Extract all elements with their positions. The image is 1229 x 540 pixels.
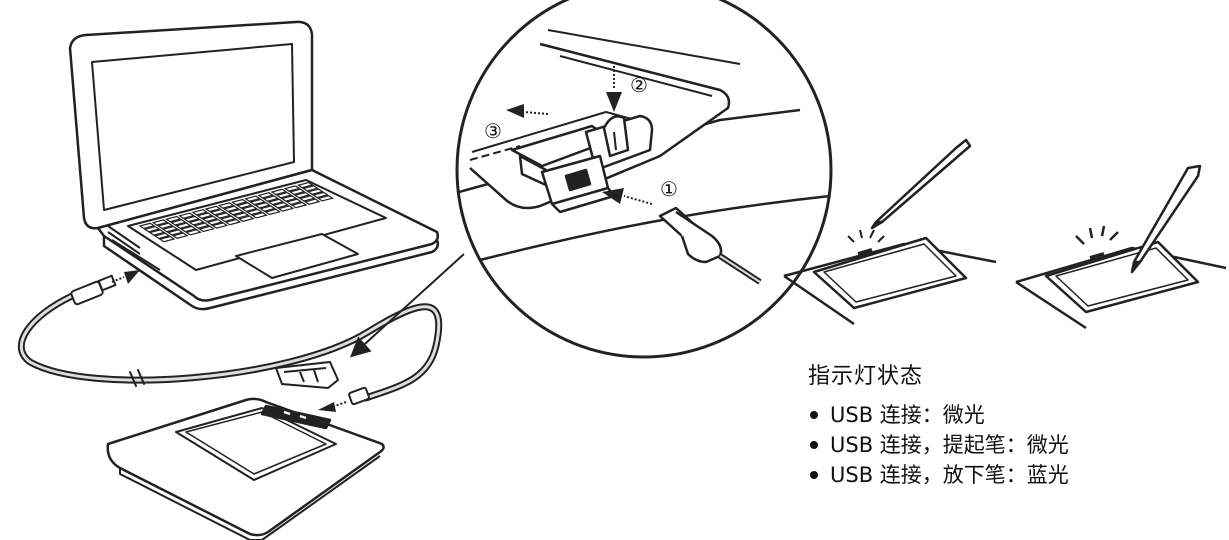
keyboard-key bbox=[171, 232, 189, 239]
connector-cover bbox=[274, 360, 340, 390]
bullet-icon bbox=[810, 441, 818, 449]
keyboard-key bbox=[240, 205, 258, 212]
keyboard-key bbox=[214, 212, 232, 219]
keyboard-key bbox=[296, 181, 314, 189]
keyboard-key bbox=[303, 198, 321, 205]
keyboard-key bbox=[201, 215, 219, 223]
signature-pad-icon bbox=[783, 236, 997, 326]
keyboard-key bbox=[151, 219, 169, 226]
keyboard-key bbox=[174, 222, 192, 229]
keyboard-key bbox=[290, 201, 308, 209]
keyboard-key bbox=[204, 205, 222, 213]
keyboard-key bbox=[306, 188, 324, 195]
signature-pad-icon bbox=[1015, 240, 1227, 330]
keyboard-key bbox=[211, 222, 229, 229]
keyboard-key bbox=[156, 222, 174, 230]
legend-item: USB 连接，放下笔：蓝光 bbox=[808, 460, 1218, 490]
legend-list: USB 连接：微光 USB 连接，提起笔：微光 USB 连接，放下笔：蓝光 bbox=[808, 400, 1218, 490]
step-one-label: ① bbox=[660, 177, 678, 201]
keyboard-key bbox=[169, 219, 187, 226]
keyboard-key bbox=[250, 212, 268, 219]
keyboard-key bbox=[293, 191, 311, 199]
keyboard-key bbox=[179, 225, 197, 233]
keyboard-key bbox=[245, 208, 263, 216]
keyboard-key bbox=[161, 225, 179, 233]
keyboard-key bbox=[198, 225, 216, 233]
usb-plug-laptop bbox=[70, 274, 117, 306]
keyboard-key bbox=[270, 188, 288, 196]
step-two-label: ② bbox=[630, 73, 648, 97]
keyboard-key bbox=[232, 212, 250, 219]
usb-cable-icon bbox=[17, 292, 443, 402]
pen-icon bbox=[1130, 164, 1202, 274]
signature-pad-icon bbox=[106, 397, 385, 540]
keyboard-key bbox=[267, 198, 285, 206]
legend-item-text: USB 连接，提起笔：微光 bbox=[830, 433, 1069, 457]
keyboard-key bbox=[206, 218, 224, 226]
keyboard-key bbox=[259, 205, 277, 212]
keyboard-key bbox=[184, 229, 202, 236]
keyboard-key bbox=[164, 215, 182, 223]
keyboard-key bbox=[138, 222, 156, 230]
bullet-icon bbox=[810, 471, 818, 479]
arrow-icon bbox=[318, 401, 347, 412]
keyboard-key bbox=[285, 198, 303, 206]
keyboard-key bbox=[224, 218, 242, 226]
keyboard-key bbox=[158, 235, 176, 243]
keyboard-key bbox=[209, 208, 227, 216]
laptop-icon bbox=[68, 20, 440, 311]
keyboard-key bbox=[283, 185, 301, 192]
arrow-icon bbox=[506, 62, 653, 205]
keyboard-key bbox=[301, 185, 319, 192]
keyboard-key bbox=[264, 208, 282, 216]
keyboard-key bbox=[166, 229, 184, 236]
bullet-icon bbox=[810, 411, 818, 419]
keyboard-key bbox=[257, 192, 275, 199]
keyboard-key bbox=[311, 191, 329, 199]
keyboard-key bbox=[244, 195, 262, 202]
arrow-icon bbox=[111, 270, 140, 284]
keyboard-key bbox=[254, 202, 272, 209]
keyboard-key bbox=[183, 215, 201, 223]
keyboard-keys bbox=[138, 181, 334, 243]
keyboard-key bbox=[148, 229, 166, 236]
usb-plug-tablet bbox=[348, 386, 370, 406]
keyboard-key bbox=[237, 215, 255, 222]
keyboard-key bbox=[227, 208, 245, 216]
keyboard-key bbox=[188, 219, 206, 226]
keyboard-key bbox=[280, 195, 298, 202]
keyboard-key bbox=[277, 205, 295, 212]
legend-item: USB 连接，提起笔：微光 bbox=[808, 430, 1218, 460]
keyboard-key bbox=[219, 215, 237, 223]
keyboard-key bbox=[235, 202, 253, 209]
keyboard-key bbox=[262, 195, 280, 202]
keyboard-key bbox=[222, 205, 240, 213]
keyboard-key bbox=[230, 198, 248, 206]
keyboard-key bbox=[143, 225, 161, 233]
indicator-light-icon bbox=[1075, 225, 1119, 245]
pen-icon bbox=[870, 138, 972, 230]
step-three-label: ③ bbox=[484, 119, 502, 143]
keyboard-key bbox=[298, 195, 316, 202]
keyboard-key bbox=[178, 212, 196, 219]
indicator-legend: 指示灯状态 USB 连接：微光 USB 连接，提起笔：微光 USB 连接，放下笔… bbox=[808, 358, 1218, 490]
keyboard-key bbox=[316, 195, 334, 202]
leader-arrow bbox=[350, 253, 465, 358]
keyboard-key bbox=[249, 198, 267, 206]
keyboard-key bbox=[191, 209, 209, 216]
legend-item-text: USB 连接，放下笔：蓝光 bbox=[830, 463, 1069, 487]
keyboard-key bbox=[193, 222, 211, 229]
indicator-light-icon bbox=[847, 229, 885, 243]
keyboard-key bbox=[272, 201, 290, 209]
keyboard-key bbox=[153, 232, 171, 240]
legend-title: 指示灯状态 bbox=[808, 364, 924, 389]
keyboard-key bbox=[196, 212, 214, 219]
legend-item: USB 连接：微光 bbox=[808, 400, 1218, 430]
keyboard-key bbox=[275, 191, 293, 199]
legend-item-text: USB 连接：微光 bbox=[830, 403, 985, 427]
keyboard-key bbox=[288, 188, 306, 196]
keyboard-key bbox=[217, 202, 235, 209]
zoom-detail: ② ③ ① bbox=[455, 0, 833, 359]
